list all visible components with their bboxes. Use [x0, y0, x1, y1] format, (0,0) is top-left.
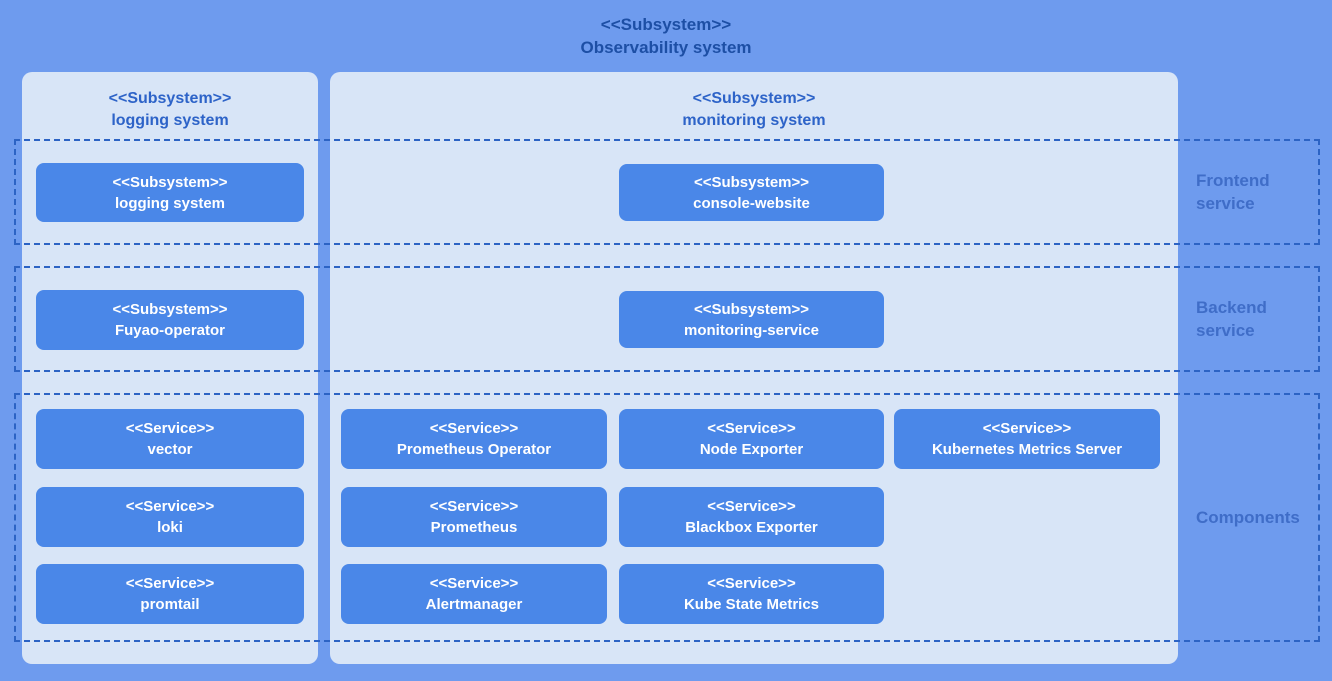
node-loki-name: loki [157, 519, 183, 536]
diagram-title-name: Observability system [580, 38, 752, 57]
node-vector-name: vector [147, 441, 193, 458]
layer-frontend-label: Frontend service [1196, 171, 1270, 213]
node-alertmanager-stereotype: <<Service>> [429, 575, 519, 592]
node-logging-system-stereotype: <<Subsystem>> [112, 173, 228, 191]
node-blackbox-exporter-stereotype: <<Service>> [707, 498, 796, 515]
node-promtail: <<Service>> promtail [36, 564, 304, 624]
node-loki: <<Service>> loki [36, 487, 304, 547]
node-alertmanager: <<Service>> Alertmanager [341, 564, 607, 624]
node-blackbox-exporter: <<Service>> Blackbox Exporter [619, 487, 884, 547]
panel-monitoring-stereotype: <<Subsystem>> [692, 90, 816, 107]
layer-components: Components [14, 393, 1320, 642]
node-monitoring-service-stereotype: <<Subsystem>> [693, 300, 810, 318]
node-console-website-name: console-website [693, 194, 810, 212]
panel-monitoring-name: monitoring system [682, 112, 826, 129]
node-prometheus-stereotype: <<Service>> [429, 498, 519, 515]
node-prometheus-operator: <<Service>> Prometheus Operator [341, 409, 607, 469]
node-fuyao-operator-name: Fuyao-operator [114, 322, 225, 339]
node-monitoring-service: <<Subsystem>> monitoring-service [619, 291, 884, 348]
diagram-title: <<Subsystem>> Observability system [0, 13, 1332, 59]
panel-monitoring-header: <<Subsystem>> monitoring system [330, 72, 1178, 132]
panel-logging-stereotype: <<Subsystem>> [108, 90, 232, 107]
node-node-exporter-name: Node Exporter [699, 441, 804, 458]
node-blackbox-exporter-name: Blackbox Exporter [685, 519, 818, 536]
node-node-exporter-stereotype: <<Service>> [707, 420, 796, 437]
node-logging-system: <<Subsystem>> logging system [36, 163, 304, 222]
node-kubernetes-metrics-server-name: Kubernetes Metrics Server [931, 441, 1123, 458]
node-promtail-name: promtail [140, 596, 200, 613]
node-kubernetes-metrics-server-stereotype: <<Service>> [982, 420, 1072, 437]
node-fuyao-operator: <<Subsystem>> Fuyao-operator [36, 290, 304, 350]
node-prometheus: <<Service>> Prometheus [341, 487, 607, 547]
node-kube-state-metrics-stereotype: <<Service>> [707, 575, 796, 592]
node-kube-state-metrics: <<Service>> Kube State Metrics [619, 564, 884, 624]
node-kube-state-metrics-name: Kube State Metrics [683, 596, 820, 613]
node-fuyao-operator-stereotype: <<Subsystem>> [112, 301, 228, 318]
node-console-website: <<Subsystem>> console-website [619, 164, 884, 221]
node-prometheus-operator-stereotype: <<Service>> [429, 420, 519, 437]
node-console-website-stereotype: <<Subsystem>> [693, 173, 810, 191]
node-prometheus-operator-name: Prometheus Operator [396, 441, 552, 458]
node-promtail-stereotype: <<Service>> [125, 575, 215, 592]
node-vector-stereotype: <<Service>> [125, 420, 215, 437]
node-alertmanager-name: Alertmanager [425, 596, 523, 613]
layer-frontend-service: Frontend service [14, 139, 1320, 245]
node-logging-system-name: logging system [114, 194, 226, 212]
layer-backend-label: Backend service [1196, 298, 1267, 340]
node-prometheus-name: Prometheus [430, 519, 518, 536]
node-node-exporter: <<Service>> Node Exporter [619, 409, 884, 469]
node-loki-stereotype: <<Service>> [125, 498, 215, 515]
node-monitoring-service-name: monitoring-service [683, 321, 820, 339]
diagram-title-stereotype: <<Subsystem>> [600, 15, 732, 34]
node-kubernetes-metrics-server: <<Service>> Kubernetes Metrics Server [894, 409, 1160, 469]
node-vector: <<Service>> vector [36, 409, 304, 469]
panel-logging-header: <<Subsystem>> logging system [22, 72, 318, 132]
layer-backend-service: Backend service [14, 266, 1320, 372]
layer-components-label: Components [1196, 508, 1300, 527]
panel-logging-name: logging system [111, 112, 229, 129]
